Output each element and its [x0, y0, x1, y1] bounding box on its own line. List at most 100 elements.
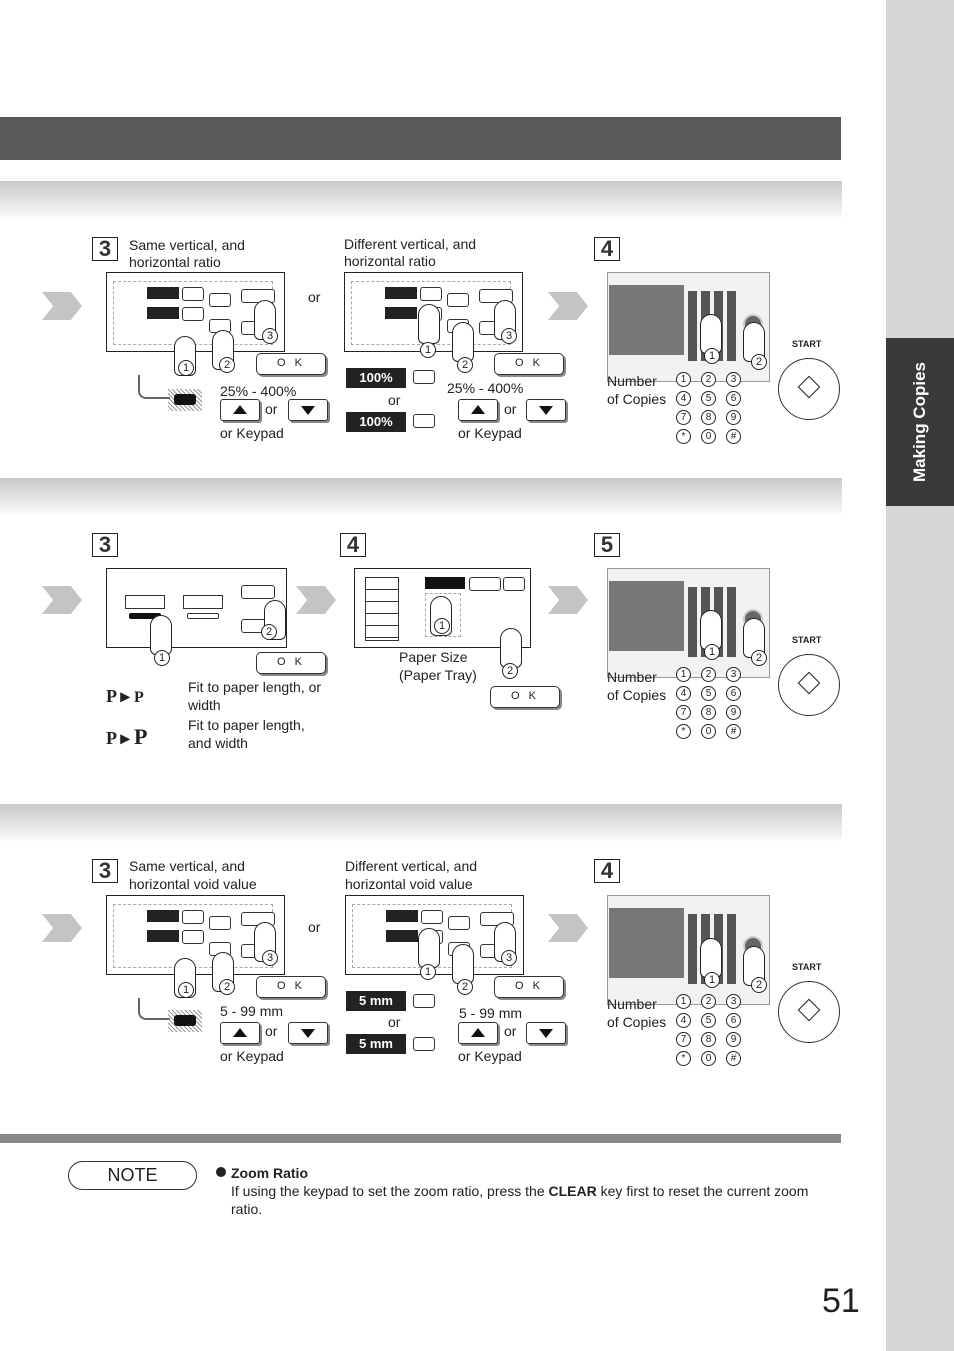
keypad-key[interactable]: 8 — [701, 705, 716, 720]
keypad-key[interactable]: # — [726, 1051, 741, 1066]
up-arrow-button[interactable] — [220, 1022, 260, 1044]
hand-pointer-icon — [418, 928, 440, 968]
circled-number-3-icon: 3 — [262, 950, 278, 966]
start-button[interactable] — [778, 358, 840, 420]
flow-arrow — [42, 292, 82, 320]
keypad-key[interactable]: 6 — [726, 391, 741, 406]
keypad-key[interactable]: 5 — [701, 686, 716, 701]
up-button[interactable] — [209, 293, 231, 307]
keypad-key[interactable]: 1 — [676, 372, 691, 387]
down-arrow-button[interactable] — [526, 1022, 566, 1044]
ok-button[interactable]: O K — [494, 976, 564, 998]
void-button[interactable] — [413, 1037, 435, 1051]
ok-button[interactable]: O K — [256, 976, 326, 998]
void-button-zoom — [168, 1010, 202, 1032]
bypass-button[interactable] — [469, 577, 501, 591]
ok-button[interactable]: O K — [256, 353, 326, 375]
paper-size-button[interactable] — [425, 577, 465, 589]
touch-screen — [106, 568, 287, 648]
hand-pointer-icon — [150, 615, 172, 655]
down-arrow-button[interactable] — [288, 399, 328, 421]
control-panel — [607, 568, 770, 678]
fit-option-2[interactable] — [183, 595, 223, 609]
keypad-key[interactable]: 1 — [676, 667, 691, 682]
keypad-key[interactable]: 8 — [701, 1032, 716, 1047]
keypad-key[interactable]: 7 — [676, 410, 691, 425]
up-arrow-button[interactable] — [220, 399, 260, 421]
keypad-key[interactable]: 2 — [701, 667, 716, 682]
keypad-key[interactable]: 5 — [701, 391, 716, 406]
step-number: 5 — [594, 533, 620, 557]
ok-button[interactable]: O K — [494, 353, 564, 375]
caption: horizontal ratio — [344, 253, 436, 269]
circled-number-3-icon: 3 — [501, 950, 517, 966]
keypad-key[interactable]: * — [676, 724, 691, 739]
circled-number-2-icon: 2 — [261, 624, 277, 640]
start-button[interactable] — [778, 654, 840, 716]
down-arrow-button[interactable] — [526, 399, 566, 421]
or-label: or — [504, 401, 517, 417]
keypad-key[interactable]: 2 — [701, 372, 716, 387]
ratio-button[interactable] — [182, 307, 204, 321]
keypad-key[interactable]: 4 — [676, 1013, 691, 1028]
keypad-key[interactable]: 3 — [726, 372, 741, 387]
or-label: or — [265, 401, 278, 417]
up-button[interactable] — [209, 916, 231, 930]
keypad-key[interactable]: 4 — [676, 391, 691, 406]
copies-label: Number — [607, 373, 657, 389]
keypad-key[interactable]: 9 — [726, 705, 741, 720]
down-arrow-button[interactable] — [288, 1022, 328, 1044]
keypad-key[interactable]: * — [676, 1051, 691, 1066]
void-button[interactable] — [421, 910, 443, 924]
ratio-button[interactable] — [420, 287, 442, 301]
keypad-key[interactable]: # — [726, 724, 741, 739]
void-button[interactable] — [182, 910, 204, 924]
side-tab-label: Making Copies — [910, 362, 929, 482]
up-arrow-button[interactable] — [458, 399, 498, 421]
ratio-button[interactable] — [413, 414, 435, 428]
step-number: 4 — [594, 859, 620, 883]
keypad-key[interactable]: 1 — [676, 994, 691, 1009]
keypad-key[interactable]: 7 — [676, 705, 691, 720]
ok-button[interactable] — [241, 585, 275, 599]
up-button[interactable] — [447, 293, 469, 307]
keypad-key[interactable]: 9 — [726, 1032, 741, 1047]
ok-button[interactable]: O K — [490, 686, 560, 708]
horizontal-ratio-display: 100% — [346, 368, 406, 388]
keypad-key[interactable]: 3 — [726, 994, 741, 1009]
copies-label: of Copies — [607, 687, 667, 703]
up-button[interactable] — [448, 916, 470, 930]
fit-icon-1: P ▸ P — [106, 686, 144, 706]
start-label: START — [792, 339, 822, 349]
circled-number-3-icon: 3 — [262, 328, 278, 344]
keypad-key[interactable]: 0 — [701, 724, 716, 739]
keypad-key[interactable]: # — [726, 429, 741, 444]
void-button[interactable] — [413, 994, 435, 1008]
note-clear-key: CLEAR — [548, 1183, 597, 1199]
caption: Different vertical, and — [344, 236, 477, 252]
fit-option-1[interactable] — [125, 595, 165, 609]
keypad-key[interactable]: 0 — [701, 429, 716, 444]
flow-arrow — [42, 586, 82, 614]
start-button[interactable] — [778, 981, 840, 1043]
ok-button[interactable]: O K — [256, 652, 326, 674]
keypad-key[interactable]: 6 — [726, 686, 741, 701]
keypad-key[interactable]: 5 — [701, 1013, 716, 1028]
ratio-button[interactable] — [182, 287, 204, 301]
keypad-key[interactable]: 7 — [676, 1032, 691, 1047]
keypad-key[interactable]: 8 — [701, 410, 716, 425]
keypad-key[interactable]: 0 — [701, 1051, 716, 1066]
hand-pointer-icon — [500, 628, 522, 668]
keypad-key[interactable]: * — [676, 429, 691, 444]
touch-screen — [106, 895, 285, 975]
keypad-key[interactable]: 4 — [676, 686, 691, 701]
note-text-line2: ratio. — [231, 1201, 263, 1217]
void-button[interactable] — [182, 930, 204, 944]
keypad-key[interactable]: 9 — [726, 410, 741, 425]
keypad-key[interactable]: 6 — [726, 1013, 741, 1028]
keypad-key[interactable]: 2 — [701, 994, 716, 1009]
ratio-button[interactable] — [413, 370, 435, 384]
size-button[interactable] — [503, 577, 525, 591]
keypad-key[interactable]: 3 — [726, 667, 741, 682]
up-arrow-button[interactable] — [458, 1022, 498, 1044]
